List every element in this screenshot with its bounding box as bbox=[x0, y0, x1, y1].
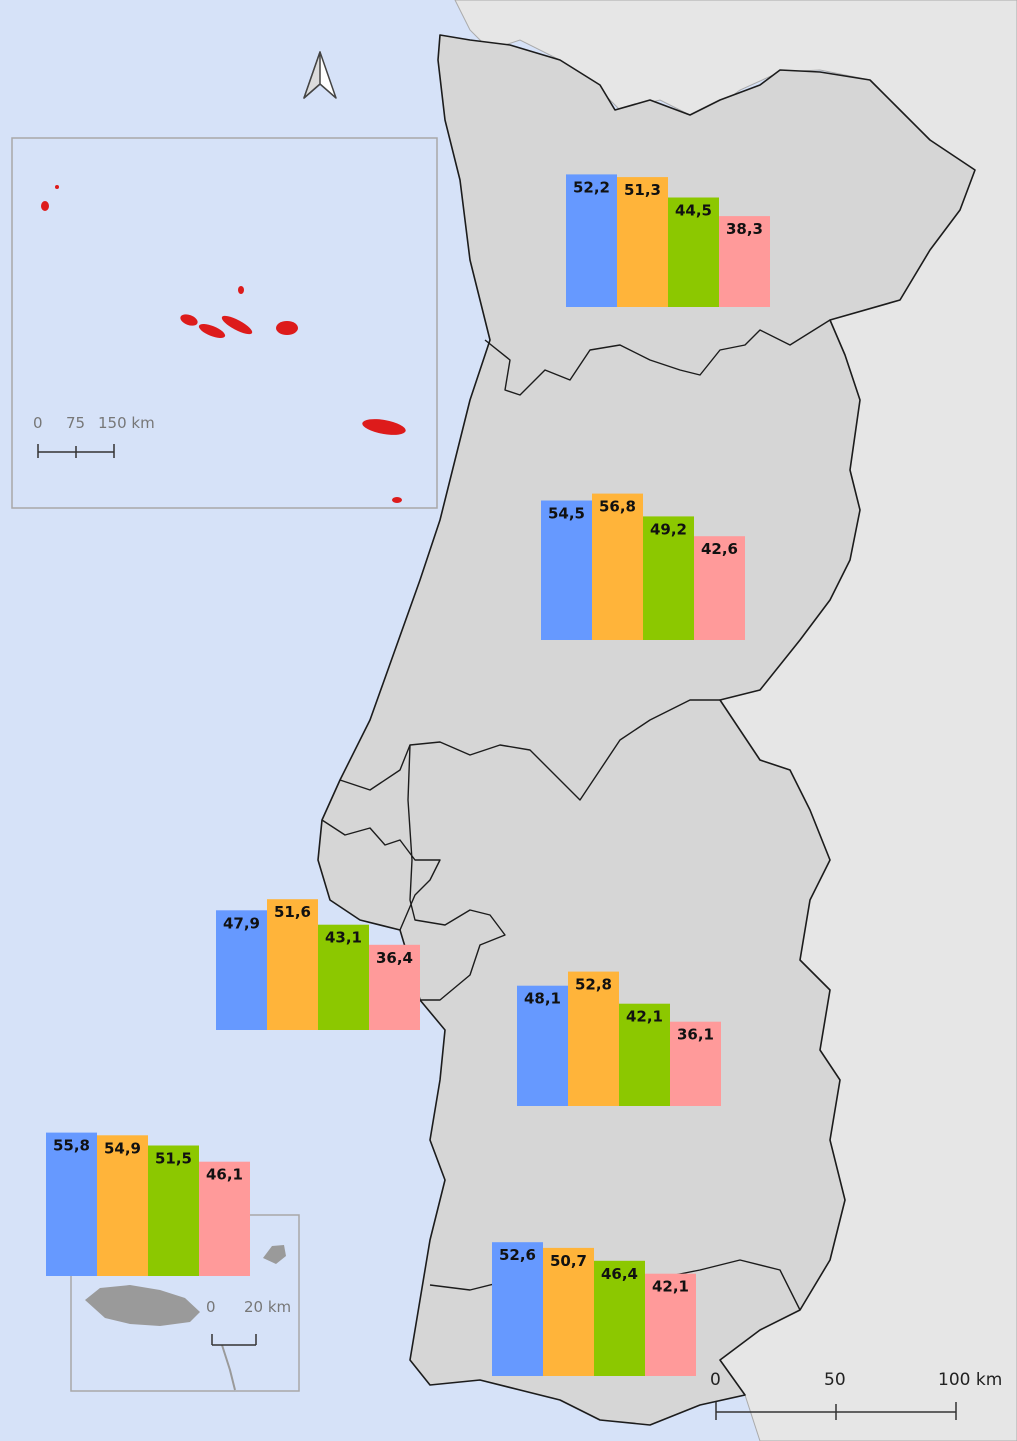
bar-value-label: 56,8 bbox=[599, 498, 636, 516]
bar bbox=[541, 500, 592, 640]
bar-value-label: 42,6 bbox=[701, 540, 738, 558]
azores-scale-bar: 0 75 150 km bbox=[33, 414, 155, 458]
bar bbox=[369, 944, 420, 1030]
main-scale-label-100: 100 km bbox=[938, 1370, 1002, 1390]
bar-value-label: 43,1 bbox=[325, 929, 362, 947]
bar-value-label: 44,5 bbox=[675, 202, 712, 220]
porto-santo-island bbox=[263, 1245, 286, 1264]
bar-chart-centro: 54,5 56,8 49,2 42,6 bbox=[541, 493, 745, 640]
bar bbox=[668, 197, 719, 307]
bar-chart-norte: 52,2 51,3 44,5 38,3 bbox=[566, 174, 770, 307]
bar-value-label: 50,7 bbox=[550, 1252, 587, 1270]
bar bbox=[543, 1247, 594, 1376]
bar bbox=[592, 493, 643, 640]
bar-value-label: 51,3 bbox=[624, 181, 661, 199]
azores-island bbox=[55, 185, 59, 189]
bar bbox=[670, 1021, 721, 1106]
bar bbox=[318, 924, 369, 1030]
bar bbox=[566, 174, 617, 307]
bar-value-label: 54,9 bbox=[104, 1139, 141, 1157]
bar bbox=[267, 899, 318, 1030]
bar bbox=[643, 516, 694, 640]
bar bbox=[517, 985, 568, 1106]
main-scale-label-0: 0 bbox=[710, 1370, 721, 1390]
bar bbox=[568, 971, 619, 1106]
bar bbox=[719, 216, 770, 307]
bar bbox=[97, 1135, 148, 1276]
bar-value-label: 54,5 bbox=[548, 505, 585, 523]
main-scale-label-50: 50 bbox=[824, 1370, 846, 1390]
bar bbox=[594, 1260, 645, 1376]
azores-island bbox=[41, 201, 49, 211]
bar bbox=[694, 536, 745, 640]
azores-island bbox=[392, 497, 402, 503]
bar-value-label: 38,3 bbox=[726, 220, 763, 238]
azores-island bbox=[238, 286, 244, 294]
bar-value-label: 36,4 bbox=[376, 949, 413, 967]
bar-value-label: 47,9 bbox=[223, 914, 260, 932]
bar-value-label: 51,6 bbox=[274, 903, 311, 921]
bar bbox=[46, 1132, 97, 1276]
bar-value-label: 36,1 bbox=[677, 1026, 714, 1044]
regional-bar-charts: 52,2 51,3 44,5 38,3 54,5 56,8 49,2 42,6 47,9 51,6… bbox=[46, 174, 770, 1376]
bar bbox=[619, 1003, 670, 1106]
azores-inset: 0 75 150 km bbox=[11, 137, 438, 509]
bar bbox=[148, 1145, 199, 1276]
azores-island bbox=[221, 315, 253, 335]
madeira-scale-label-0: 0 bbox=[206, 1298, 216, 1316]
bar-value-label: 46,1 bbox=[206, 1166, 243, 1184]
bar-chart-aores: 55,8 54,9 51,5 46,1 bbox=[46, 1132, 250, 1276]
azores-scale-label-75: 75 bbox=[66, 414, 85, 432]
madeira-scale-label-20: 20 km bbox=[244, 1298, 291, 1316]
bar bbox=[645, 1273, 696, 1376]
bar-value-label: 51,5 bbox=[155, 1150, 192, 1168]
bar bbox=[492, 1242, 543, 1376]
azores-scale-label-0: 0 bbox=[33, 414, 43, 432]
bar-value-label: 46,4 bbox=[601, 1265, 638, 1283]
bar-value-label: 52,2 bbox=[573, 178, 610, 196]
bar-value-label: 52,6 bbox=[499, 1246, 536, 1264]
madeira-island bbox=[85, 1285, 200, 1326]
bar-chart-lisboa: 47,9 51,6 43,1 36,4 bbox=[216, 899, 420, 1030]
north-arrow-icon bbox=[303, 51, 337, 99]
bar-value-label: 55,8 bbox=[53, 1137, 90, 1155]
bar bbox=[617, 177, 668, 307]
bar bbox=[216, 910, 267, 1030]
bar-chart-algarve: 52,6 50,7 46,4 42,1 bbox=[492, 1242, 696, 1376]
bar-chart-alentejo: 48,1 52,8 42,1 36,1 bbox=[517, 971, 721, 1106]
azores-island bbox=[276, 321, 298, 335]
azores-island bbox=[180, 314, 198, 326]
bar-value-label: 42,1 bbox=[626, 1008, 663, 1026]
bar-value-label: 52,8 bbox=[575, 976, 612, 994]
azores-island bbox=[198, 324, 226, 338]
bar-value-label: 42,1 bbox=[652, 1278, 689, 1296]
madeira-scale-bar: 0 20 km bbox=[206, 1298, 291, 1346]
bar-value-label: 49,2 bbox=[650, 520, 687, 538]
azores-island bbox=[362, 419, 406, 435]
bar-value-label: 48,1 bbox=[524, 990, 561, 1008]
azores-scale-label-150: 150 km bbox=[98, 414, 155, 432]
main-scale-bar: 0 50 100 km bbox=[710, 1370, 1002, 1420]
bar bbox=[199, 1161, 250, 1276]
